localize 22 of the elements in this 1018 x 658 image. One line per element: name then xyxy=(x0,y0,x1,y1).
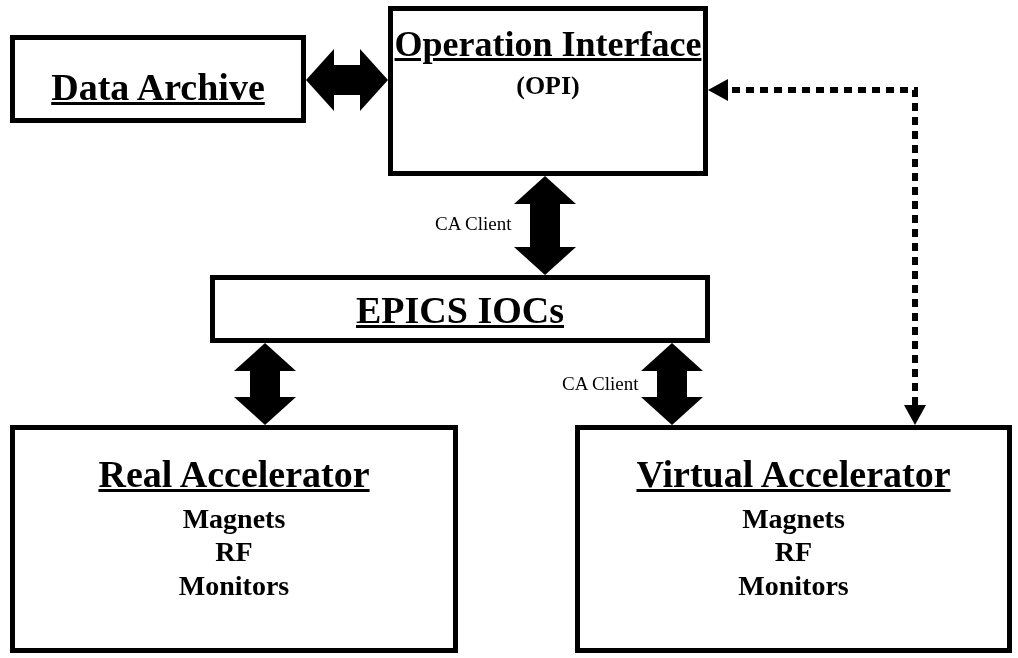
process-box xyxy=(388,6,708,176)
box-text: RF xyxy=(215,535,253,569)
box-text: Monitors xyxy=(738,568,849,603)
dashed-arrow xyxy=(708,79,926,425)
process-box xyxy=(575,425,1012,653)
process-box xyxy=(210,275,710,343)
double-arrow xyxy=(306,49,388,111)
box-title: Data Archive xyxy=(51,65,265,111)
box-text: Magnets xyxy=(742,501,845,536)
process-box xyxy=(10,35,306,123)
box-title: Operation Interface xyxy=(394,23,702,66)
box-text: (OPI) xyxy=(516,70,580,102)
double-arrow xyxy=(514,176,576,275)
double-arrow xyxy=(234,343,296,425)
box-title: Virtual Accelerator xyxy=(636,452,951,497)
box-text: Magnets xyxy=(182,501,286,536)
box-text: RF xyxy=(774,535,813,569)
box-title: Real Accelerator xyxy=(98,452,370,497)
process-box xyxy=(10,425,458,653)
box-text: Monitors xyxy=(178,568,290,603)
box-title: EPICS IOCs xyxy=(356,288,564,333)
double-arrow xyxy=(641,343,703,425)
